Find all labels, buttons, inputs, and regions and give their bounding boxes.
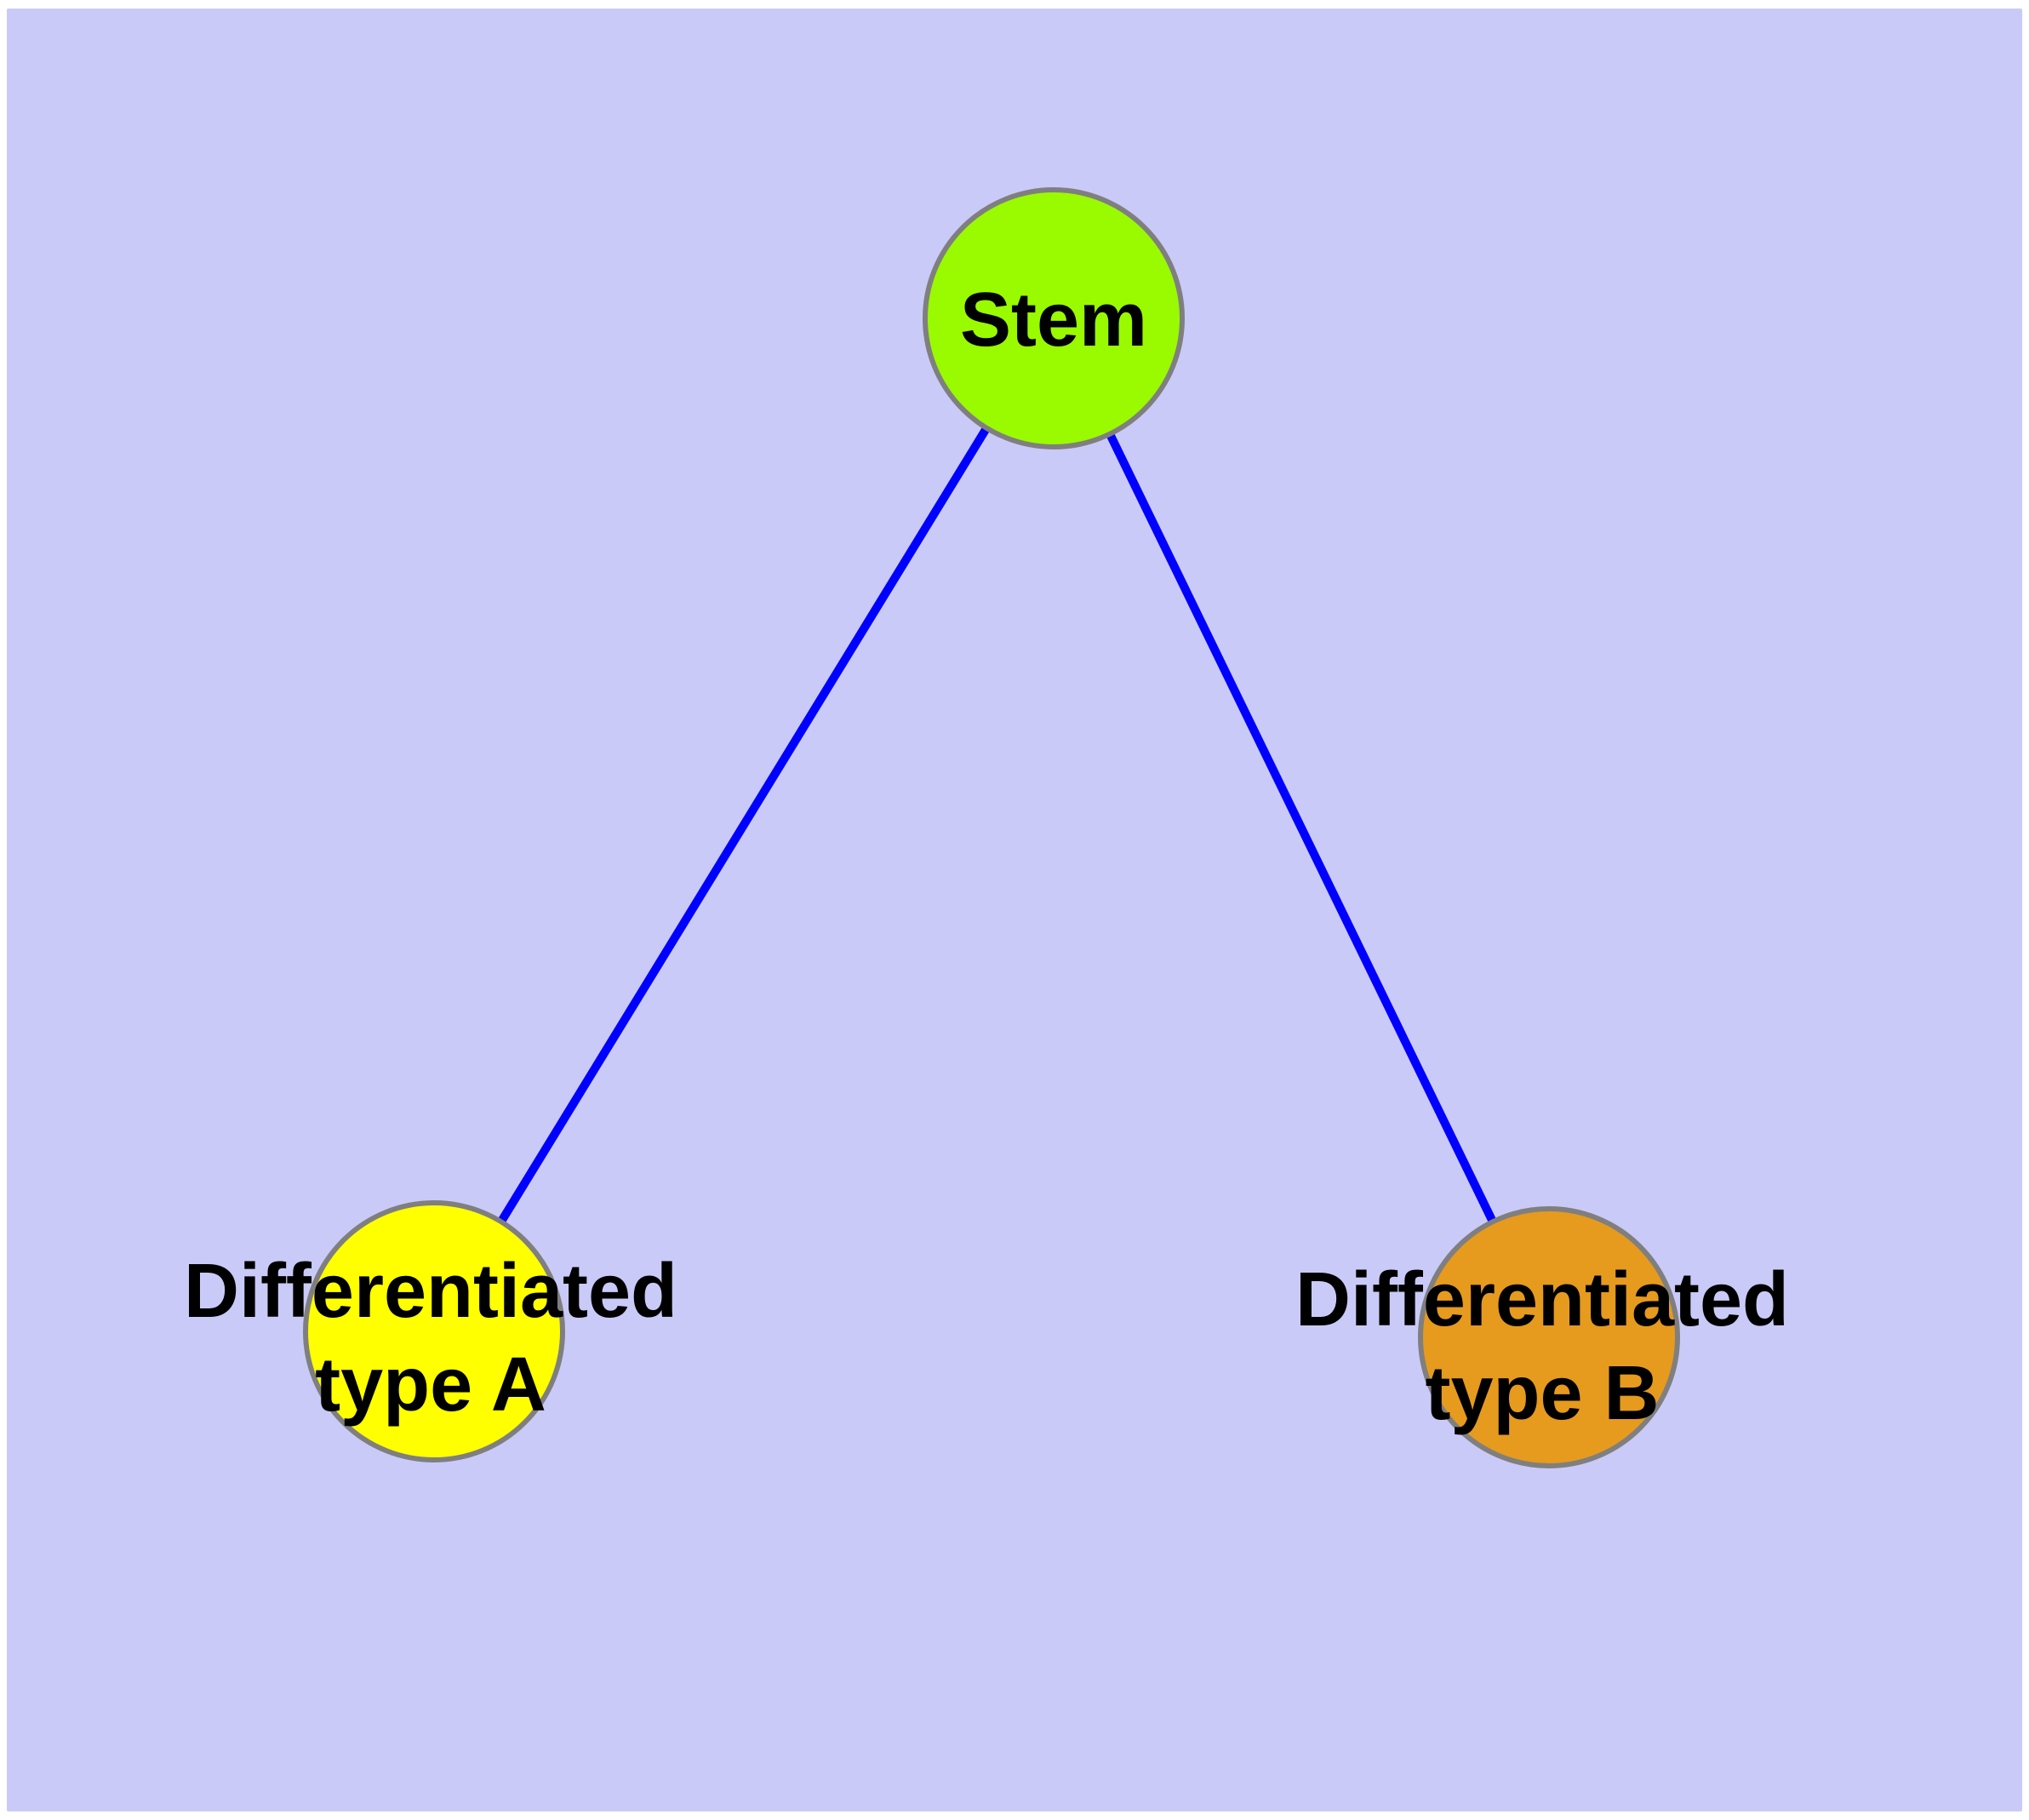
node-differentiated-type-b <box>1418 1206 1680 1468</box>
node-label-type-a-line2: type A <box>315 1342 546 1428</box>
edge-stem-to-type-a <box>430 316 1058 1334</box>
edge-stem-to-type-b <box>1049 316 1553 1340</box>
node-label-type-b-line1: Differentiated <box>1295 1257 1789 1342</box>
node-stem <box>923 187 1185 449</box>
node-label-stem: Stem <box>960 278 1147 363</box>
node-label-type-b-line2: type B <box>1425 1351 1659 1436</box>
node-label-type-a-line1: Differentiated <box>184 1249 677 1334</box>
node-differentiated-type-a <box>303 1200 565 1462</box>
